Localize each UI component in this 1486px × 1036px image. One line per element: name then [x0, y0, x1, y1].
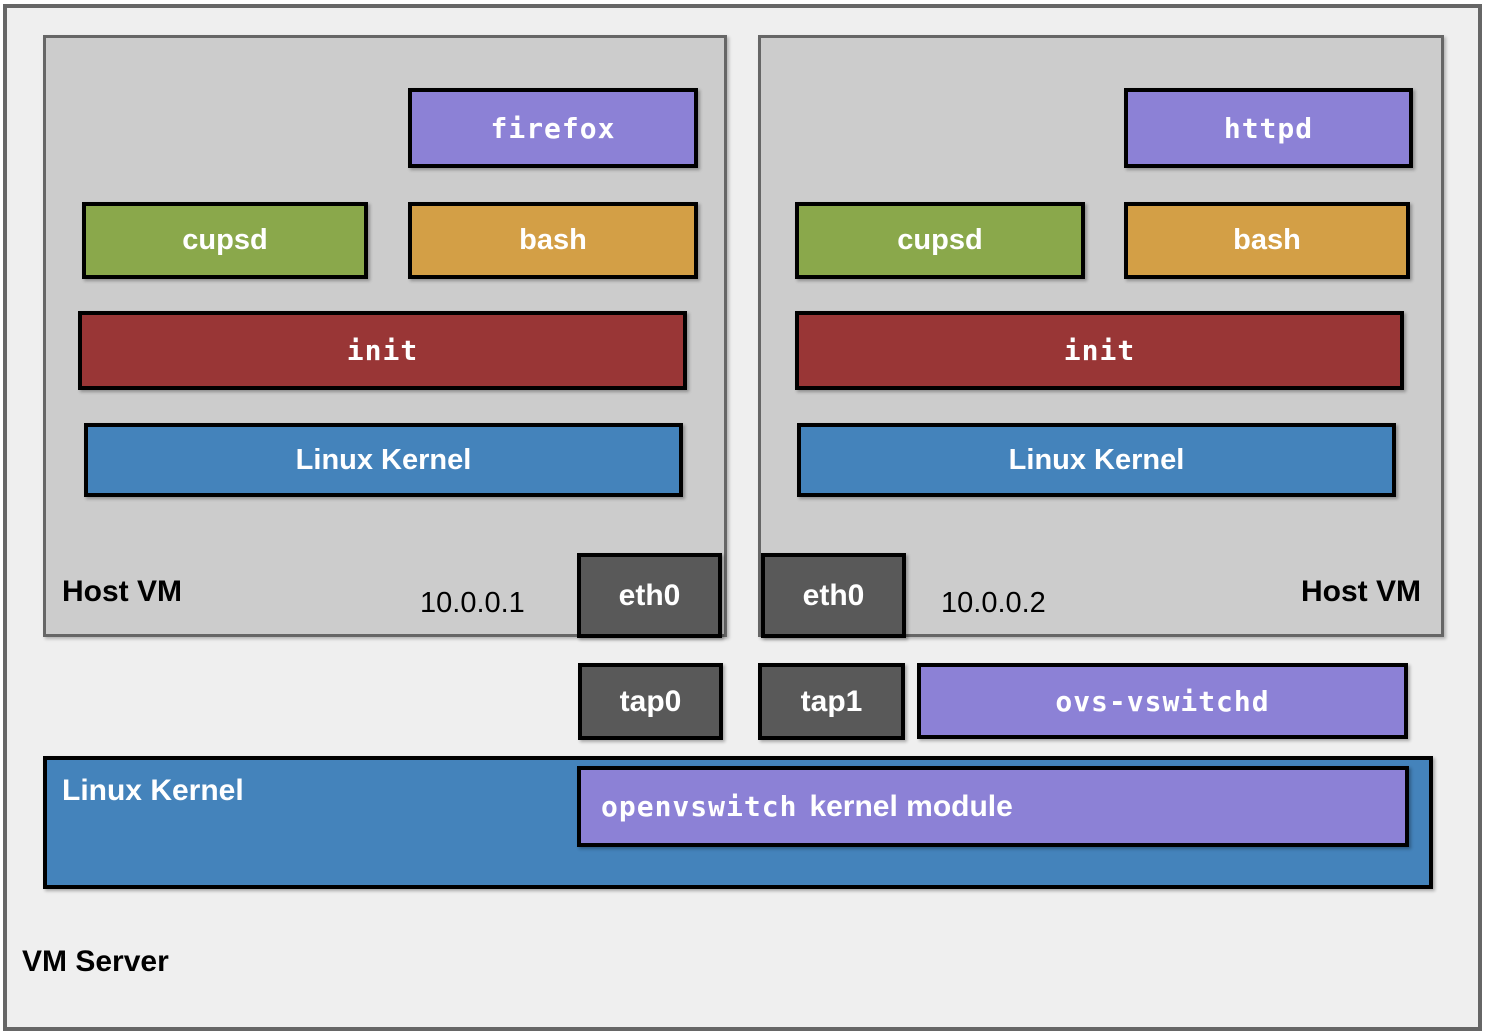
tap1-label: tap1 — [800, 684, 863, 718]
init-label: init — [1063, 334, 1136, 367]
eth0-interface-box: eth0 — [577, 553, 722, 638]
bash-label: bash — [519, 224, 587, 256]
ovs-vswitchd-label: ovs-vswitchd — [1055, 684, 1270, 718]
tap1-interface-box: tap1 — [758, 663, 905, 740]
host-vm-1-label: Host VM — [62, 575, 182, 608]
host-vm-1-box: firefox cupsd bash init Linux Kernel eth… — [43, 35, 727, 638]
bash-label: bash — [1233, 224, 1301, 256]
cupsd-label: cupsd — [897, 224, 983, 256]
firefox-process-box: firefox — [408, 88, 698, 168]
guest-linux-kernel-box: Linux Kernel — [84, 423, 683, 497]
tap0-label: tap0 — [619, 684, 682, 718]
bash-process-box: bash — [408, 202, 698, 279]
guest-linux-kernel-label: Linux Kernel — [1008, 443, 1185, 476]
guest-linux-kernel-label: Linux Kernel — [295, 443, 472, 476]
eth0-interface-box: eth0 — [761, 553, 906, 638]
httpd-process-box: httpd — [1124, 88, 1413, 168]
tap0-interface-box: tap0 — [578, 663, 723, 740]
guest-linux-kernel-box: Linux Kernel — [797, 423, 1396, 497]
init-process-box: init — [78, 311, 687, 390]
httpd-label: httpd — [1223, 111, 1314, 145]
host-vm-1-ip: 10.0.0.1 — [420, 587, 525, 619]
init-process-box: init — [795, 311, 1404, 390]
bash-process-box: bash — [1124, 202, 1410, 279]
host-vm-2-ip: 10.0.0.2 — [941, 587, 1046, 619]
kernel-module-label: kernel module — [809, 789, 1013, 823]
host-vm-2-box: httpd cupsd bash init Linux Kernel eth0 … — [758, 35, 1444, 638]
vm-server-box: firefox cupsd bash init Linux Kernel eth… — [3, 4, 1482, 1031]
firefox-label: firefox — [490, 111, 616, 145]
host-vm-2-label: Host VM — [1301, 575, 1421, 608]
ovs-vswitchd-process-box: ovs-vswitchd — [917, 663, 1408, 739]
init-label: init — [346, 334, 419, 367]
eth0-label: eth0 — [618, 578, 681, 612]
openvswitch-module-label: openvswitch — [601, 790, 798, 823]
server-linux-kernel-label: Linux Kernel — [62, 774, 244, 807]
vm-server-label: VM Server — [22, 945, 169, 978]
cupsd-process-box: cupsd — [82, 202, 368, 279]
cupsd-label: cupsd — [182, 224, 268, 256]
openvswitch-kernel-module-box: openvswitch kernel module — [577, 766, 1409, 847]
server-linux-kernel-box: Linux Kernel openvswitch kernel module — [43, 756, 1433, 889]
cupsd-process-box: cupsd — [795, 202, 1085, 279]
eth0-label: eth0 — [802, 578, 865, 612]
